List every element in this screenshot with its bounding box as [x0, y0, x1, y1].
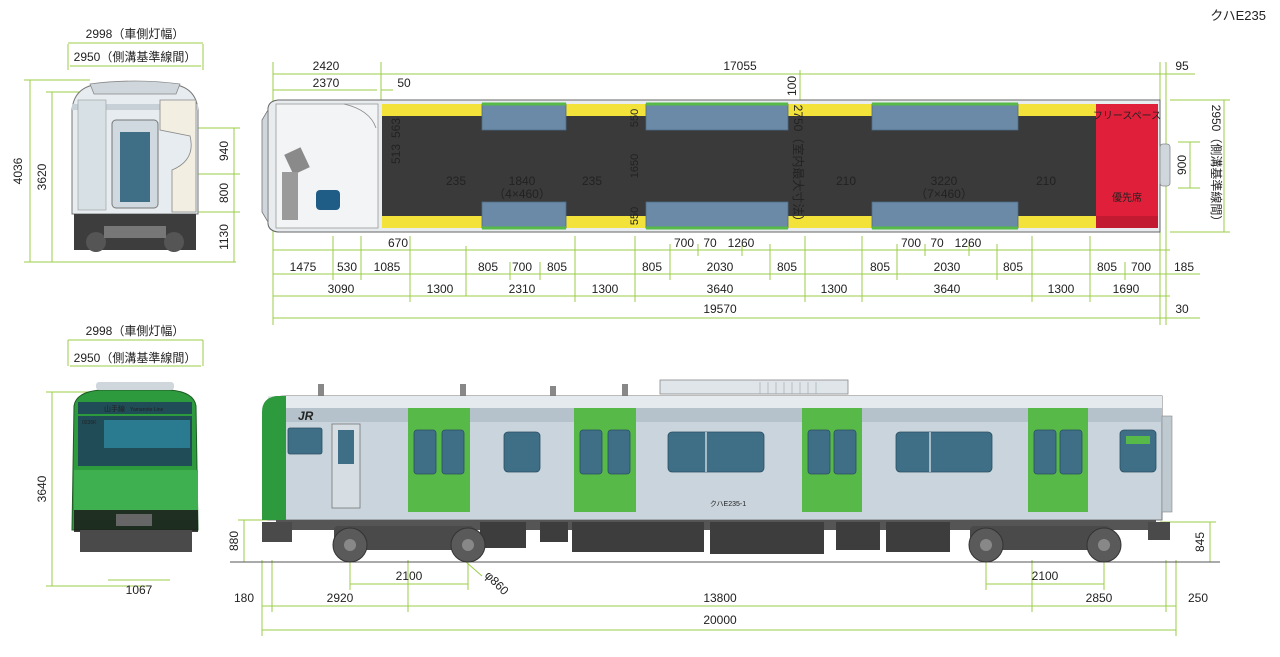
dim-670: 670 [388, 236, 408, 250]
dim-3640b: 3640 [934, 282, 961, 296]
dim-1085: 1085 [374, 260, 401, 274]
dim-gauge: 1067 [126, 583, 153, 597]
side-view: 880 845 2100 2100 φ860 180 2920 13800 28… [227, 379, 1220, 636]
dim-250: 250 [1188, 591, 1208, 605]
front-view: 2998（車側灯幅） 2950（側溝基準線間） 3640 1067 山手線 Ya… [35, 323, 204, 597]
dim-3090: 3090 [328, 282, 355, 296]
dim-880: 880 [227, 531, 241, 551]
dim-210a: 210 [836, 174, 856, 188]
free-space-label: フリースペース [1093, 111, 1161, 122]
front-end-view: 2998（車側灯幅） 2950（側溝基準線間） 4036 3620 940 80… [11, 26, 240, 263]
dim-805b: 805 [547, 260, 567, 274]
dim-1475: 1475 [290, 260, 317, 274]
dim-20000: 20000 [703, 613, 737, 627]
front-train-no: 0235K [82, 420, 97, 426]
dim-700d: 700 [1131, 260, 1151, 274]
dim-1300b: 1300 [592, 282, 619, 296]
bogie-right [968, 526, 1122, 563]
dim-805a: 805 [478, 260, 498, 274]
dim-width-lamp: 2998（車側灯幅） [86, 26, 185, 41]
dim-2750: 2750（室内最大寸法） [791, 105, 806, 228]
dim-2030b: 2030 [934, 260, 961, 274]
dim-210b: 210 [1036, 174, 1056, 188]
dim-2420: 2420 [313, 59, 340, 73]
dim-185: 185 [1174, 260, 1194, 274]
dim-front-height: 3640 [35, 475, 49, 502]
dim-235a: 235 [446, 174, 466, 188]
drawing-title: クハE235 [1210, 8, 1266, 23]
dim-1260b: 1260 [955, 236, 982, 250]
dim-805g: 805 [1097, 260, 1117, 274]
dim-900: 900 [1175, 155, 1189, 175]
dim-235b: 235 [582, 174, 602, 188]
dim-front-width-lamp: 2998（車側灯幅） [86, 323, 185, 338]
dim-4x460: （4×460） [493, 187, 551, 201]
dim-wheel-dia: φ860 [482, 568, 512, 598]
dim-805e: 805 [870, 260, 890, 274]
dim-2310: 2310 [509, 282, 536, 296]
dim-30: 30 [1175, 302, 1189, 316]
dim-50: 50 [397, 76, 411, 90]
dim-700b: 700 [901, 236, 921, 250]
dim-95: 95 [1175, 59, 1189, 73]
dim-1840: 1840 [509, 174, 536, 188]
dim-805c: 805 [642, 260, 662, 274]
dim-70a: 70 [703, 236, 717, 250]
dim-h800: 800 [217, 183, 231, 203]
dim-1300d: 1300 [1048, 282, 1075, 296]
dim-2370: 2370 [313, 76, 340, 90]
front-destination: 山手線 [104, 404, 125, 413]
dim-2850: 2850 [1086, 591, 1113, 605]
bogie-left [332, 526, 486, 563]
dim-1260a: 1260 [728, 236, 755, 250]
dim-3640a: 3640 [707, 282, 734, 296]
dim-body-height: 3620 [35, 163, 49, 190]
car-number: クハE235-1 [710, 500, 746, 508]
dim-17055: 17055 [723, 59, 757, 73]
dim-front-width-gutter: 2950（側溝基準線間） [74, 350, 197, 365]
dim-563: 563 [389, 118, 403, 138]
front-destination-en: Yamanote Line [130, 407, 163, 413]
dim-2920: 2920 [327, 591, 354, 605]
dim-3220: 3220 [931, 174, 958, 188]
dim-550b: 550 [629, 207, 641, 225]
dim-wheelbase-left: 2100 [396, 569, 423, 583]
dim-width-gutter: 2950（側溝基準線間） [74, 49, 197, 64]
dim-h1130: 1130 [217, 224, 231, 250]
dim-13800: 13800 [703, 591, 737, 605]
dim-1650: 1650 [629, 154, 641, 178]
plan-view: フリースペース 優先席 2420 2370 50 17055 100 95 56… [261, 59, 1230, 325]
dim-2950-right: 2950（側溝基準線間） [1209, 105, 1224, 228]
dim-700a: 700 [674, 236, 694, 250]
dim-1690: 1690 [1113, 282, 1140, 296]
dim-2030a: 2030 [707, 260, 734, 274]
svg-text:JR: JR [298, 409, 314, 423]
dim-530: 530 [337, 260, 357, 274]
dim-h940: 940 [217, 141, 231, 161]
dim-wheelbase-right: 2100 [1032, 569, 1059, 583]
dim-1300c: 1300 [821, 282, 848, 296]
dim-180: 180 [234, 591, 254, 605]
dim-100: 100 [785, 76, 799, 96]
dim-700c: 700 [512, 260, 532, 274]
dim-550a: 550 [629, 109, 641, 127]
dim-19570: 19570 [703, 302, 737, 316]
dim-1300a: 1300 [427, 282, 454, 296]
dim-513: 513 [389, 144, 403, 164]
priority-seat-label: 優先席 [1112, 191, 1142, 204]
dim-overall-height: 4036 [11, 157, 25, 184]
dim-7x460: （7×460） [915, 187, 973, 201]
dim-70b: 70 [930, 236, 944, 250]
dim-845: 845 [1193, 532, 1207, 552]
dim-805d: 805 [777, 260, 797, 274]
dim-805f: 805 [1003, 260, 1023, 274]
